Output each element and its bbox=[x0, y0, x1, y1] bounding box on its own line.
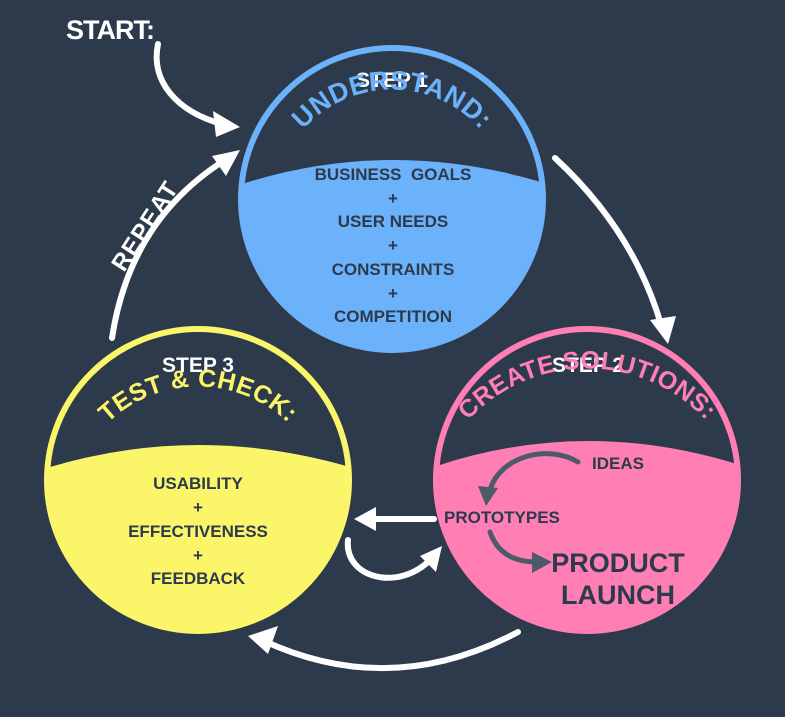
arrow-loop-step3-to-step2 bbox=[344, 537, 433, 581]
step1-item: USER NEEDS bbox=[338, 212, 449, 231]
start-arrowhead bbox=[213, 111, 240, 137]
step3-fill bbox=[47, 445, 349, 631]
step3-ring bbox=[44, 326, 352, 634]
step3-item: FEEDBACK bbox=[151, 569, 246, 588]
step1-item: COMPETITION bbox=[334, 307, 452, 326]
arrow-step2-to-step3 bbox=[259, 629, 521, 672]
repeat-arrowhead bbox=[212, 150, 240, 176]
step1-item-list: BUSINESS GOALS + USER NEEDS + CONSTRAINT… bbox=[315, 165, 472, 326]
step1-plus: + bbox=[388, 189, 398, 208]
step1-circle: STEP 1 UNDERSTAND: BUSINESS GOALS + USER… bbox=[238, 45, 546, 353]
arrowheads bbox=[212, 111, 676, 654]
step1-plus: + bbox=[388, 284, 398, 303]
ideas-arrowhead bbox=[478, 486, 498, 506]
step3-step-label: STEP 3 bbox=[162, 354, 234, 377]
step3-item-list: USABILITY + EFFECTIVENESS + FEEDBACK bbox=[128, 474, 268, 588]
step1-item: CONSTRAINTS bbox=[332, 260, 455, 279]
step3-plus: + bbox=[193, 546, 203, 565]
start-arrow bbox=[153, 41, 225, 127]
step3-item: EFFECTIVENESS bbox=[128, 522, 268, 541]
step2-step-label: STEP 2 bbox=[552, 354, 624, 377]
step2-prototypes-label: PROTOTYPES bbox=[444, 508, 560, 527]
step2-ring bbox=[433, 326, 741, 634]
step3-circle: STEP 3 TEST & CHECK: USABILITY + EFFECTI… bbox=[44, 326, 352, 634]
step2-launch-line1: PRODUCT bbox=[551, 548, 685, 578]
straight-arrowhead bbox=[354, 507, 376, 531]
repeat-label: REPEAT bbox=[106, 176, 184, 276]
step1-item: BUSINESS GOALS bbox=[315, 165, 472, 184]
step3-plus: + bbox=[193, 498, 203, 517]
step1-plus: + bbox=[388, 236, 398, 255]
step2-circle: STEP 2 CREATE SOLUTIONS: IDEAS PROTOTYPE… bbox=[433, 326, 741, 634]
ideas-to-prototypes-arrow bbox=[487, 451, 581, 493]
step1-ring bbox=[238, 45, 546, 353]
step2-fill bbox=[436, 441, 738, 631]
step2-arrowhead bbox=[650, 316, 676, 344]
launch-arrowhead bbox=[532, 552, 552, 573]
step1-fill bbox=[241, 160, 543, 350]
step2-ideas-label: IDEAS bbox=[592, 454, 644, 473]
step3-bottom-arrowhead bbox=[248, 626, 278, 654]
loop-arrowhead bbox=[420, 546, 442, 572]
step1-step-label: STEP 1 bbox=[356, 69, 428, 92]
arrow-step1-to-step2 bbox=[552, 155, 665, 331]
step3-item: USABILITY bbox=[153, 474, 243, 493]
arrow-repeat bbox=[109, 157, 228, 341]
cycle-arrows bbox=[109, 41, 665, 672]
start-label: START: bbox=[66, 15, 154, 45]
step2-launch-line2: LAUNCH bbox=[561, 580, 675, 610]
